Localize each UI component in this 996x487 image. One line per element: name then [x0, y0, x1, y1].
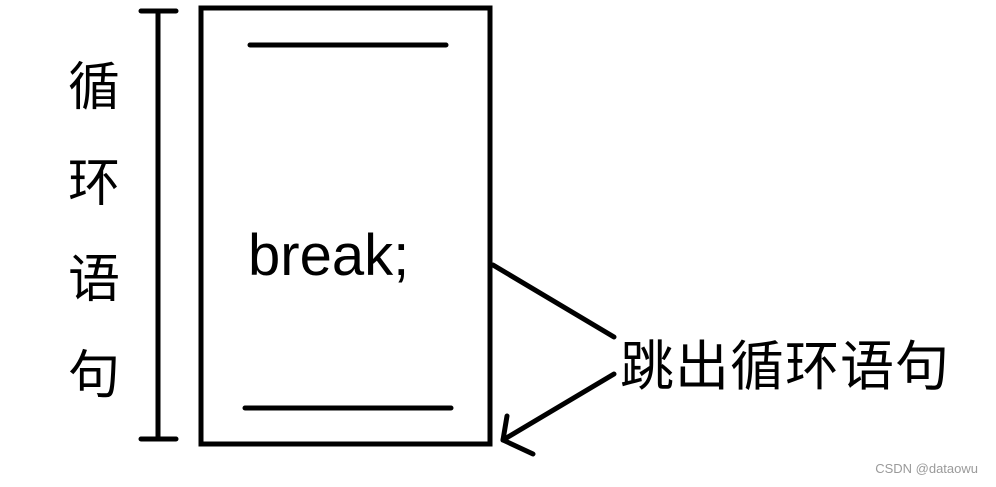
loop-body-box [198, 5, 493, 447]
label-char: 循 [67, 58, 120, 118]
watermark: CSDN @dataowu [875, 461, 978, 476]
loop-statement-label: 循 环 语 句 [62, 40, 126, 424]
loop-extent-bracket [138, 8, 179, 442]
label-char: 环 [67, 154, 120, 214]
break-statement: break; [248, 223, 410, 288]
break-pointer-line [490, 262, 617, 340]
exit-arrow-icon [500, 371, 617, 457]
exit-loop-annotation: 跳出循环语句 [620, 335, 950, 398]
label-char: 句 [67, 346, 120, 406]
label-char: 语 [67, 250, 120, 310]
